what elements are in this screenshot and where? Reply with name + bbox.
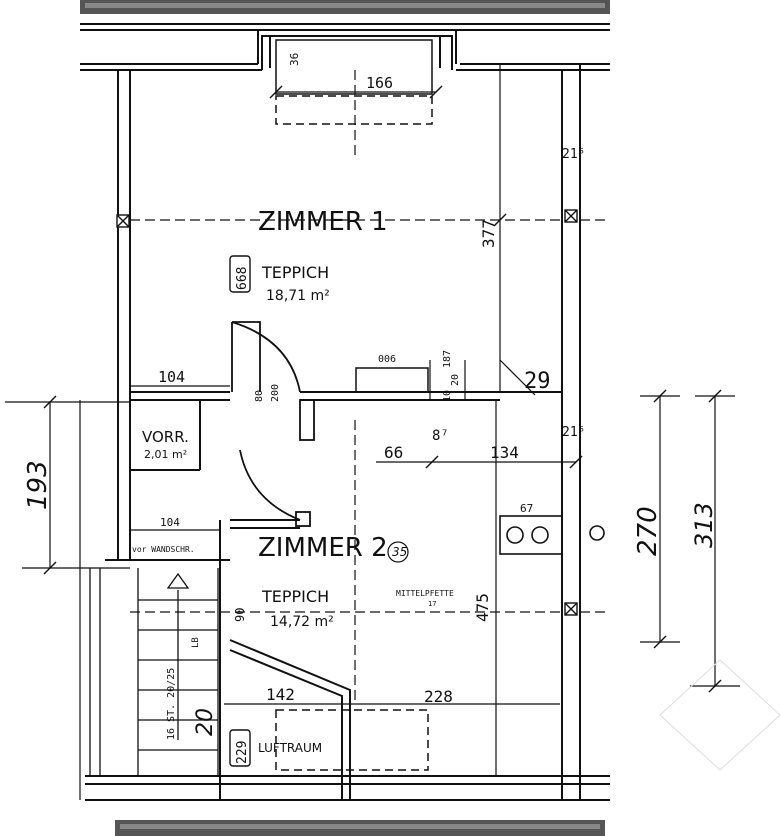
perimeter-box-668 xyxy=(229,255,251,293)
axis-lines xyxy=(130,70,610,700)
dim-475: 475 xyxy=(473,593,492,622)
doors xyxy=(231,321,315,527)
pipe-circles xyxy=(499,515,605,555)
dim-006: 006 xyxy=(378,354,396,365)
dim-66: 66 xyxy=(384,443,403,462)
dimension-lines xyxy=(5,64,740,800)
dim-67: 67 xyxy=(520,502,533,515)
dim-187: 187 xyxy=(442,350,453,368)
dim-36: 36 xyxy=(288,53,301,66)
dim-29: 29 xyxy=(524,369,551,394)
room-luftraum-perimeter: 229 xyxy=(235,741,250,764)
dim-80: 80 xyxy=(254,390,265,402)
note-stair-steps: 16 ST. 20/25 xyxy=(166,668,177,740)
dim-134: 134 xyxy=(490,443,519,462)
room-zimmer1-floor: TEPPICH xyxy=(261,263,329,282)
dim-20: 20 xyxy=(450,374,461,386)
note-mittelpfette: MITTELPFETTE xyxy=(396,589,454,598)
dim-215-top: 21⁵ xyxy=(562,147,585,162)
dim-90: 90 xyxy=(233,608,247,622)
perimeter-box-229 xyxy=(229,729,251,767)
dim-313: 313 xyxy=(690,502,718,548)
dim-142: 142 xyxy=(266,685,295,704)
walls xyxy=(80,23,610,801)
room-zimmer2-floor: TEPPICH xyxy=(261,587,329,606)
room-zimmer2-height-mark: 35 xyxy=(392,545,407,559)
dim-10: 10 xyxy=(442,390,453,402)
post-markers xyxy=(116,209,578,616)
dim-215-mid: 21⁵ xyxy=(562,425,585,440)
dim-228: 228 xyxy=(424,687,453,706)
room-zimmer1-area: 18,71 m² xyxy=(266,288,330,304)
dim-87: 8⁷ xyxy=(432,428,449,444)
room-zimmer2-name: ZIMMER 2 xyxy=(258,533,388,563)
dim-166: 166 xyxy=(366,74,393,92)
top-wall-hatch xyxy=(80,0,610,14)
staircase xyxy=(89,568,219,776)
dim-104-top: 104 xyxy=(158,368,185,386)
room-zimmer1-perimeter: 668 xyxy=(235,267,250,290)
room-zimmer1-name: ZIMMER 1 xyxy=(258,207,388,237)
room-luftraum-name: LUFTRAUM xyxy=(258,741,322,755)
height-mark-circle xyxy=(387,541,409,563)
dim-104-mid: 104 xyxy=(160,516,180,529)
dim-193: 193 xyxy=(23,460,53,510)
room-vorraum-area: 2,01 m² xyxy=(144,448,187,461)
faint-diamond xyxy=(659,659,780,771)
note-mittelpfette-sub: 17 xyxy=(428,600,436,608)
bottom-wall-hatch xyxy=(115,820,605,836)
dim-20-stair: 20 xyxy=(193,708,218,736)
note-wandschrank: vor WANDSCHR. xyxy=(132,545,195,554)
note-lb: LB xyxy=(191,637,201,648)
room-zimmer2-area: 14,72 m² xyxy=(270,614,334,630)
windows xyxy=(275,39,433,771)
dim-200: 200 xyxy=(270,384,281,402)
room-vorraum-name: VORR. xyxy=(142,428,189,446)
dimension-ticks xyxy=(43,85,722,693)
dim-377: 377 xyxy=(479,219,498,248)
dim-270: 270 xyxy=(633,506,663,556)
